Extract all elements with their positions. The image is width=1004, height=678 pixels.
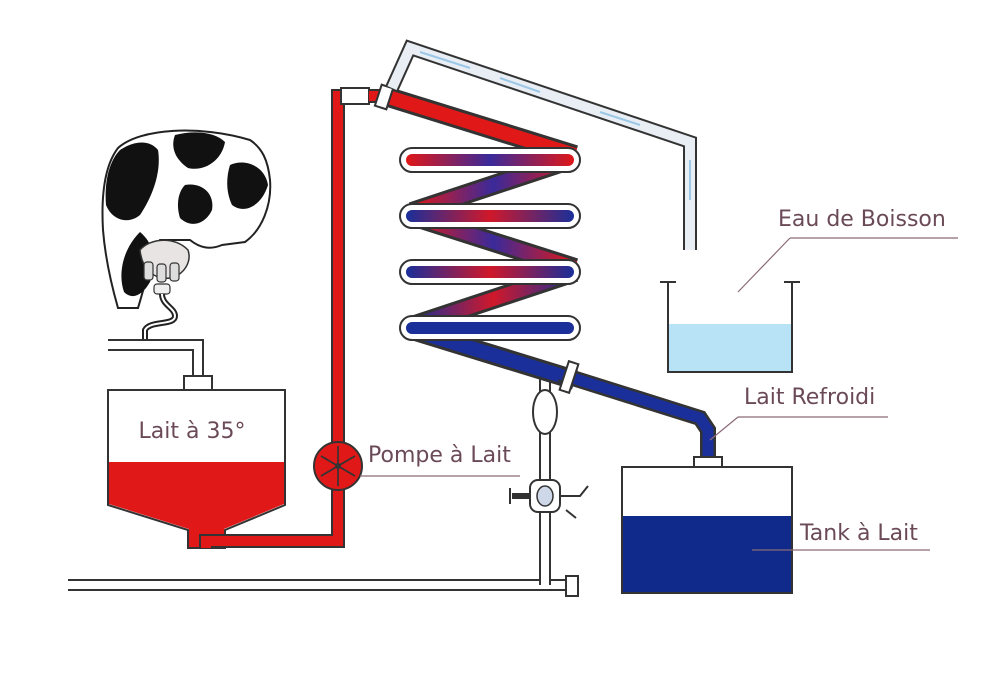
cow-illustration bbox=[101, 129, 272, 342]
drinking-water-trough bbox=[660, 281, 800, 373]
source-tank-label: Lait à 35° bbox=[139, 419, 246, 444]
cold-milk-pipe bbox=[557, 359, 723, 472]
milk-tank-label: Tank à Lait bbox=[799, 521, 918, 546]
milk-storage-tank bbox=[621, 466, 793, 594]
label-pump: Pompe à Lait bbox=[360, 443, 520, 477]
plate-cooler-coil bbox=[373, 83, 581, 390]
source-milk-tank: Lait à 35° bbox=[107, 389, 286, 549]
inlet-pipe bbox=[108, 339, 213, 391]
label-drinking-water: Eau de Boisson bbox=[737, 207, 958, 293]
cooled-milk-label: Lait Refroidi bbox=[744, 385, 875, 410]
drinking-water-label: Eau de Boisson bbox=[778, 207, 946, 232]
milk-pump bbox=[313, 441, 363, 491]
label-cooled-milk: Lait Refroidi bbox=[709, 385, 888, 441]
pump-label: Pompe à Lait bbox=[368, 443, 511, 468]
water-valve bbox=[509, 389, 589, 519]
label-milk-tank: Tank à Lait bbox=[752, 521, 930, 551]
water-return-pipe bbox=[385, 39, 697, 250]
